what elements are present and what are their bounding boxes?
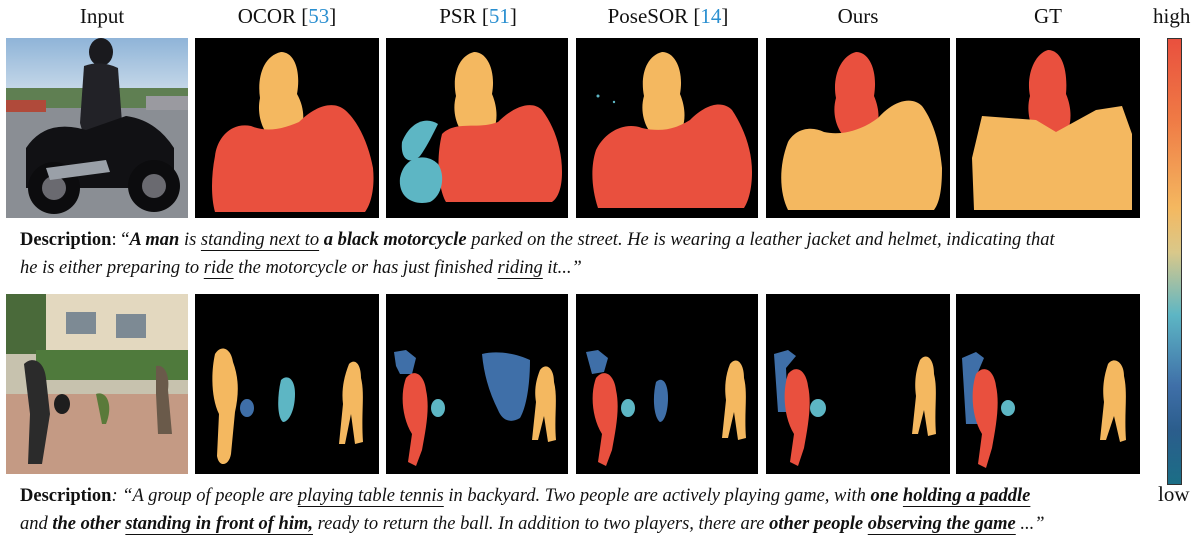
panel-ocor-row2 [195,294,379,474]
panel-gt-row2 [956,294,1140,474]
panel-ours-row1 [766,38,950,218]
legend-low-label: low [1158,482,1190,506]
header-input: Input [79,4,125,28]
panel-ocor-row1 [195,38,379,218]
header-psr: PSR [51] [439,4,517,28]
input-photo-motorcycle [6,38,188,218]
saliency-rank-colorbar [1167,38,1182,485]
panel-psr-row1 [386,38,568,218]
description-label: Description [20,486,112,506]
segment-motorcycle [212,105,374,212]
citation-posesor: 14 [700,4,722,28]
panel-posesor-row1 [576,38,758,218]
citation-psr: 51 [488,4,510,28]
input-photo-table-tennis [6,294,188,474]
citation-ocor: 53 [308,4,330,28]
header-posesor: PoseSOR [14] [607,4,729,28]
description-row2: Description: “A group of people are play… [20,486,1045,534]
description-row1: Description: “A man is standing next to … [20,230,1055,278]
panel-gt-row1 [956,38,1140,218]
panel-ours-row2 [766,294,950,474]
description-label: Description [20,230,112,250]
panel-posesor-row2 [576,294,758,474]
header-ours: Ours [837,4,879,28]
panel-psr-row2 [386,294,568,474]
header-gt: GT [1034,4,1062,28]
legend-high-label: high [1153,4,1191,28]
segment-person [258,52,304,134]
header-ocor: OCOR [53] [237,4,337,28]
